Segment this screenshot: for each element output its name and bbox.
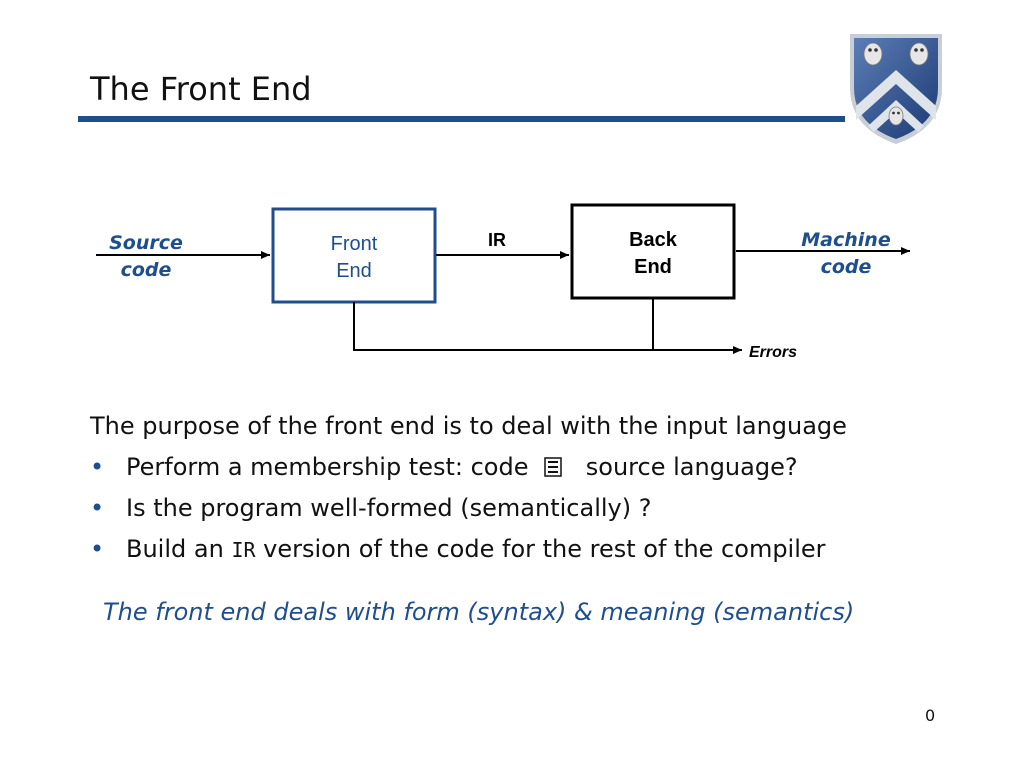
bullet-list: • Perform a membership test: code source… (90, 447, 847, 571)
back-end-box (570, 203, 736, 300)
machine-code-label: Machine (801, 229, 891, 251)
slide-title: The Front End (90, 70, 312, 108)
ir-label: IR (488, 230, 506, 250)
front-end-box (271, 207, 437, 304)
bullet2-text: Is the program well-formed (semantically… (126, 494, 652, 522)
bullet-build-ir: • Build an IR version of the code for th… (90, 529, 847, 571)
rice-university-crest-icon (850, 34, 942, 144)
bullet-dot: • (90, 535, 105, 563)
front-end-label: Front (331, 233, 378, 255)
source-code-label: Source (109, 232, 183, 254)
bullet1-text-start: Perform a membership test: code (126, 453, 529, 481)
intro-text: The purpose of the front end is to deal … (90, 412, 847, 440)
bullet-dot: • (90, 453, 105, 481)
page-number: 0 (925, 706, 936, 725)
body-text: The purpose of the front end is to deal … (90, 406, 847, 571)
source-code-label-line2: code (121, 259, 172, 281)
errors-label: Errors (749, 344, 797, 361)
bullet-membership-test: • Perform a membership test: code source… (90, 447, 847, 488)
bullet3-text-start: Build an (126, 535, 224, 563)
front-end-label-line2: End (336, 260, 372, 282)
back-end-label: Back (629, 229, 678, 251)
summary-text: The front end deals with form (syntax) &… (103, 598, 855, 626)
machine-code-label-line2: code (821, 256, 872, 278)
bullet-dot: • (90, 494, 105, 522)
back-end-label-line2: End (634, 256, 672, 278)
bullet3-ir: IR (231, 538, 256, 562)
element-of-icon (544, 457, 562, 477)
bullet-well-formed: • Is the program well-formed (semantical… (90, 488, 847, 529)
bullet3-text-end: version of the code for the rest of the … (263, 535, 826, 563)
title-underline (78, 116, 845, 122)
bullet1-text-end: source language? (585, 453, 798, 481)
